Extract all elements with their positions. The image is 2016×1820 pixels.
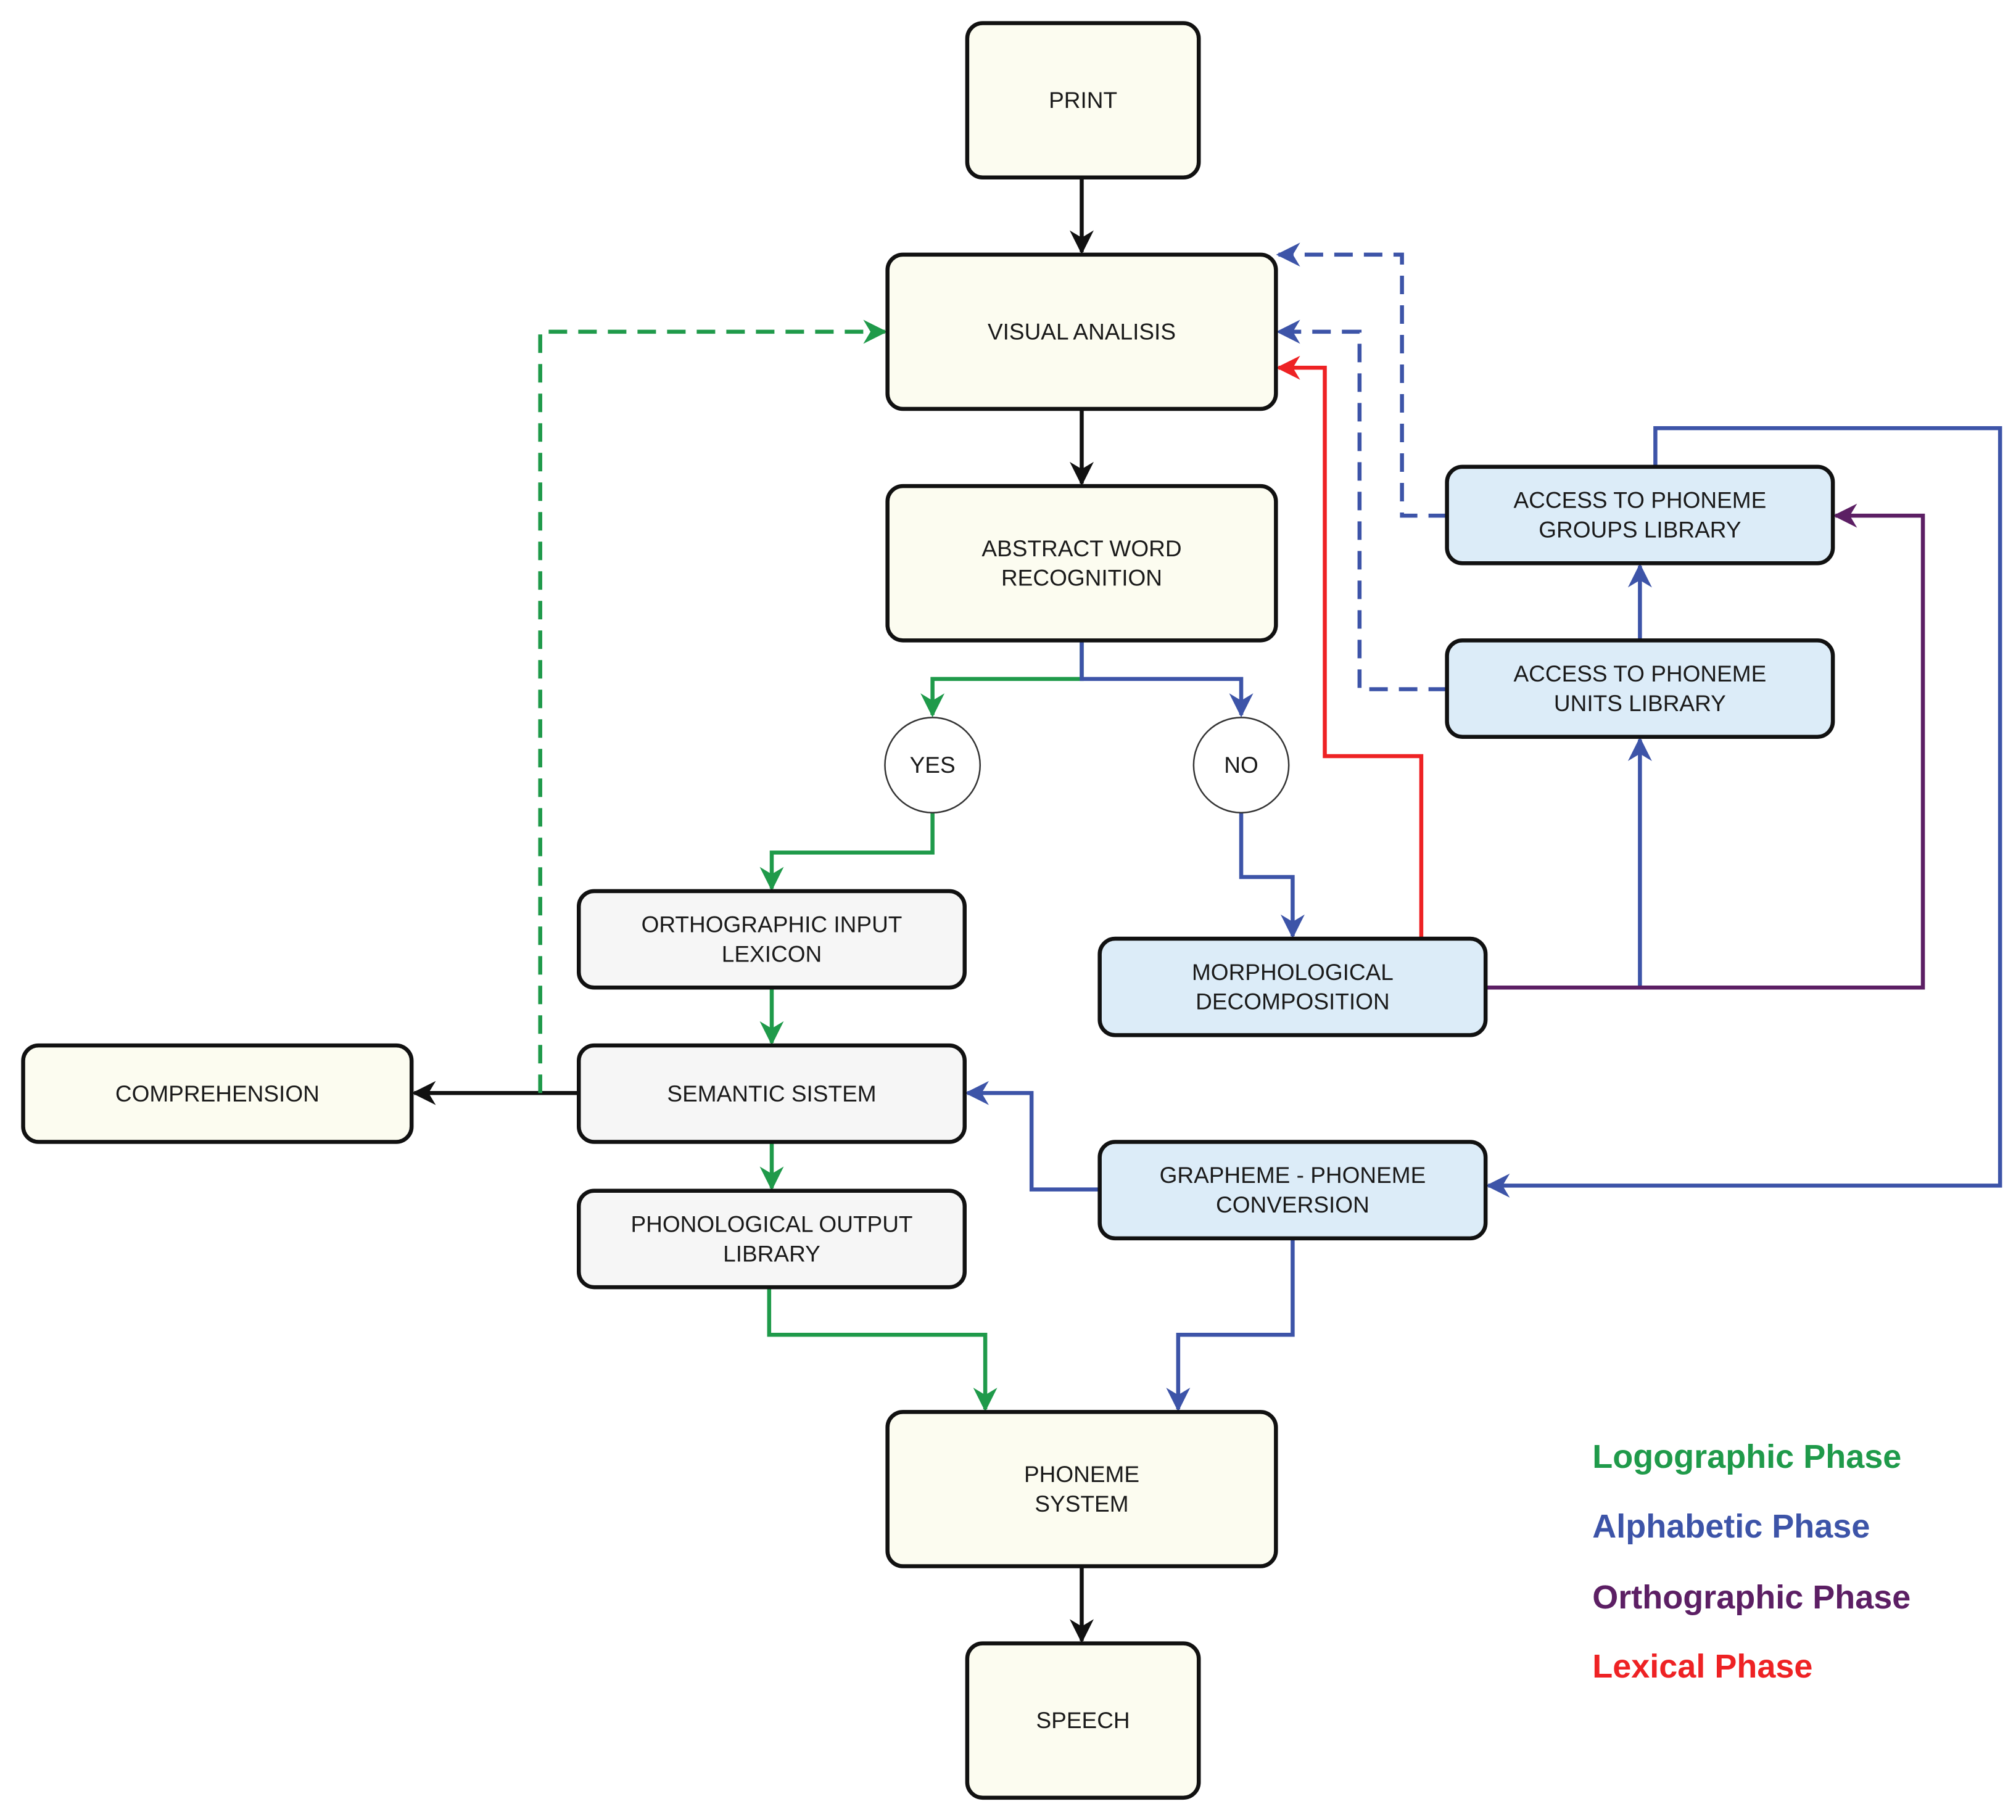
orthographic-input-lexicon-box: ORTHOGRAPHIC INPUT LEXICON xyxy=(577,889,967,990)
speech-shape xyxy=(965,1641,1201,1800)
abstract-word-recognition-label-line-2: RECOGNITION xyxy=(1001,566,1162,591)
access-phoneme-units-label-line-1: ACCESS TO PHONEME xyxy=(1513,661,1766,686)
phonological-output-library-label-line-2: LIBRARY xyxy=(723,1241,820,1266)
morphological-decomposition-shape xyxy=(1097,936,1488,1037)
phoneme-system-label-line-1: PHONEME xyxy=(1024,1462,1139,1487)
speech-box: SPEECH xyxy=(965,1641,1201,1800)
comprehension-shape xyxy=(21,1043,414,1144)
legend-item-alphabetic-phase: Alphabetic Phase xyxy=(1592,1507,1870,1545)
no-circle-shape xyxy=(1192,717,1290,813)
morphological-decomposition-box: MORPHOLOGICAL DECOMPOSITION xyxy=(1097,936,1488,1037)
access-phoneme-groups-shape xyxy=(1445,464,1835,566)
phonological-output-library-label-line-1: PHONOLOGICAL OUTPUT xyxy=(630,1211,912,1237)
speech-label: SPEECH xyxy=(1036,1708,1130,1733)
yes-decision-circle: YES xyxy=(884,717,981,813)
phonological-to-phoneme-system-arrow xyxy=(767,1287,998,1412)
orthographic-input-lexicon-label-line-1: ORTHOGRAPHIC INPUT xyxy=(642,912,903,937)
legend-item-lexical-phase: Lexical Phase xyxy=(1592,1648,1813,1686)
semantic-system-box: SEMANTIC SISTEM xyxy=(577,1043,967,1144)
access-phoneme-groups-label-line-1: ACCESS TO PHONEME xyxy=(1513,488,1766,513)
abstract-word-recognition-shape xyxy=(885,484,1278,643)
visual-analysis-box: VISUAL ANALISIS xyxy=(885,252,1278,411)
legend-item-orthographic-phase: Orthographic Phase xyxy=(1592,1578,1911,1616)
comprehension-label: COMPREHENSION xyxy=(115,1081,320,1106)
semantic-system-shape xyxy=(577,1043,967,1144)
phoneme-system-box: PHONEME SYSTEM xyxy=(885,1410,1278,1568)
visual-analysis-shape xyxy=(885,252,1278,411)
phonological-output-library-box: PHONOLOGICAL OUTPUT LIBRARY xyxy=(577,1188,967,1290)
connector-layer xyxy=(411,177,2002,1644)
access-phoneme-units-shape xyxy=(1445,638,1835,739)
node-layer: PRINT VISUAL ANALISIS ABSTRACT WORD RECOGNI… xyxy=(21,21,1835,1800)
access-phoneme-units-label-line-2: UNITS LIBRARY xyxy=(1554,691,1726,716)
grapheme-to-phoneme-system-arrow xyxy=(1166,1238,1295,1412)
grapheme-phoneme-conversion-label-line-1: GRAPHEME - PHONEME xyxy=(1160,1163,1426,1188)
morphological-to-groups-library-arrow xyxy=(1485,503,1925,990)
print-box: PRINT xyxy=(965,21,1201,179)
orthographic-input-lexicon-shape xyxy=(577,889,967,990)
phoneme-system-label-line-2: SYSTEM xyxy=(1035,1491,1128,1517)
no-decision-circle: NO xyxy=(1192,717,1290,813)
grapheme-phoneme-conversion-shape xyxy=(1097,1140,1488,1241)
phonological-output-library-shape xyxy=(577,1188,967,1290)
no-to-morphological-arrow xyxy=(1239,812,1305,939)
grapheme-phoneme-conversion-box: GRAPHEME - PHONEME CONVERSION xyxy=(1097,1140,1488,1241)
units-library-to-visual-feedback-arrow xyxy=(1276,319,1447,691)
morphological-decomposition-label-line-2: DECOMPOSITION xyxy=(1196,989,1390,1015)
groups-library-to-grapheme-arrow xyxy=(1485,426,2002,1198)
semantic-system-label: SEMANTIC SISTEM xyxy=(667,1081,876,1106)
grapheme-to-semantic-arrow xyxy=(965,1081,1100,1192)
morphological-to-visual-lexical-arrow xyxy=(1276,355,1424,939)
phoneme-system-shape xyxy=(885,1410,1278,1568)
semantic-to-visual-feedback-arrow xyxy=(538,319,888,1093)
abstract-word-recognition-label-line-1: ABSTRACT WORD xyxy=(981,536,1181,561)
grapheme-phoneme-conversion-label-line-2: CONVERSION xyxy=(1216,1192,1369,1217)
access-phoneme-groups-label-line-2: GROUPS LIBRARY xyxy=(1539,517,1741,543)
yes-label: YES xyxy=(910,752,956,778)
yes-to-orthographic-lexicon-arrow xyxy=(759,812,935,891)
access-phoneme-units-box: ACCESS TO PHONEME UNITS LIBRARY xyxy=(1445,638,1835,739)
abstract-word-recognition-box: ABSTRACT WORD RECOGNITION xyxy=(885,484,1278,643)
morphological-decomposition-label-line-1: MORPHOLOGICAL xyxy=(1192,960,1394,985)
comprehension-box: COMPREHENSION xyxy=(21,1043,414,1144)
visual-analysis-label: VISUAL ANALISIS xyxy=(988,319,1176,344)
yes-circle-shape xyxy=(884,717,981,813)
print-shape xyxy=(965,21,1201,179)
no-label: NO xyxy=(1224,752,1258,778)
groups-library-to-visual-feedback-arrow xyxy=(1276,242,1447,518)
morphological-to-units-library-arrow xyxy=(1485,736,1652,990)
access-phoneme-groups-box: ACCESS TO PHONEME GROUPS LIBRARY xyxy=(1445,464,1835,566)
abstract-to-no-arrow xyxy=(1080,640,1254,718)
print-label: PRINT xyxy=(1049,88,1117,113)
legend-item-logographic-phase: Logographic Phase xyxy=(1592,1438,1902,1476)
abstract-to-yes-arrow xyxy=(920,640,1084,718)
orthographic-input-lexicon-label-line-2: LEXICON xyxy=(722,942,822,967)
